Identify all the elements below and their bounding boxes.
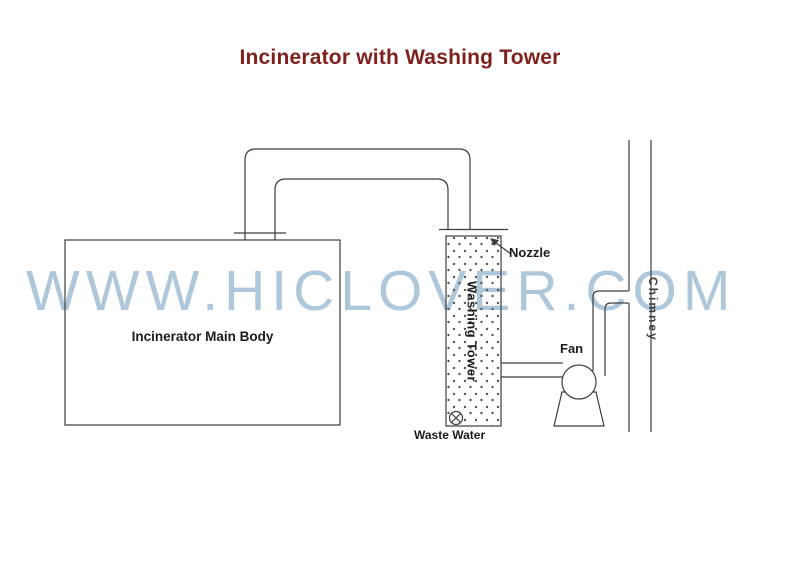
incinerator-body bbox=[64, 232, 341, 426]
washing-tower-label: Washing Tower bbox=[464, 281, 480, 383]
fan-assembly bbox=[501, 290, 629, 427]
incinerator-label: Incinerator Main Body bbox=[131, 329, 274, 344]
nozzle-arrow-icon bbox=[490, 238, 512, 255]
flue-duct bbox=[244, 148, 471, 240]
fan-label: Fan bbox=[560, 341, 584, 356]
chimney bbox=[628, 140, 652, 432]
drain-valve-icon bbox=[448, 410, 464, 426]
waste-water-label: Waste Water bbox=[414, 428, 486, 442]
nozzle-label: Nozzle bbox=[509, 245, 551, 260]
spray-dots-icon bbox=[447, 237, 500, 425]
chimney-label: Chimney bbox=[646, 277, 661, 342]
page-title: Incinerator with Washing Tower bbox=[239, 46, 561, 69]
washing-tower bbox=[439, 228, 512, 427]
fan-icon bbox=[561, 364, 597, 400]
